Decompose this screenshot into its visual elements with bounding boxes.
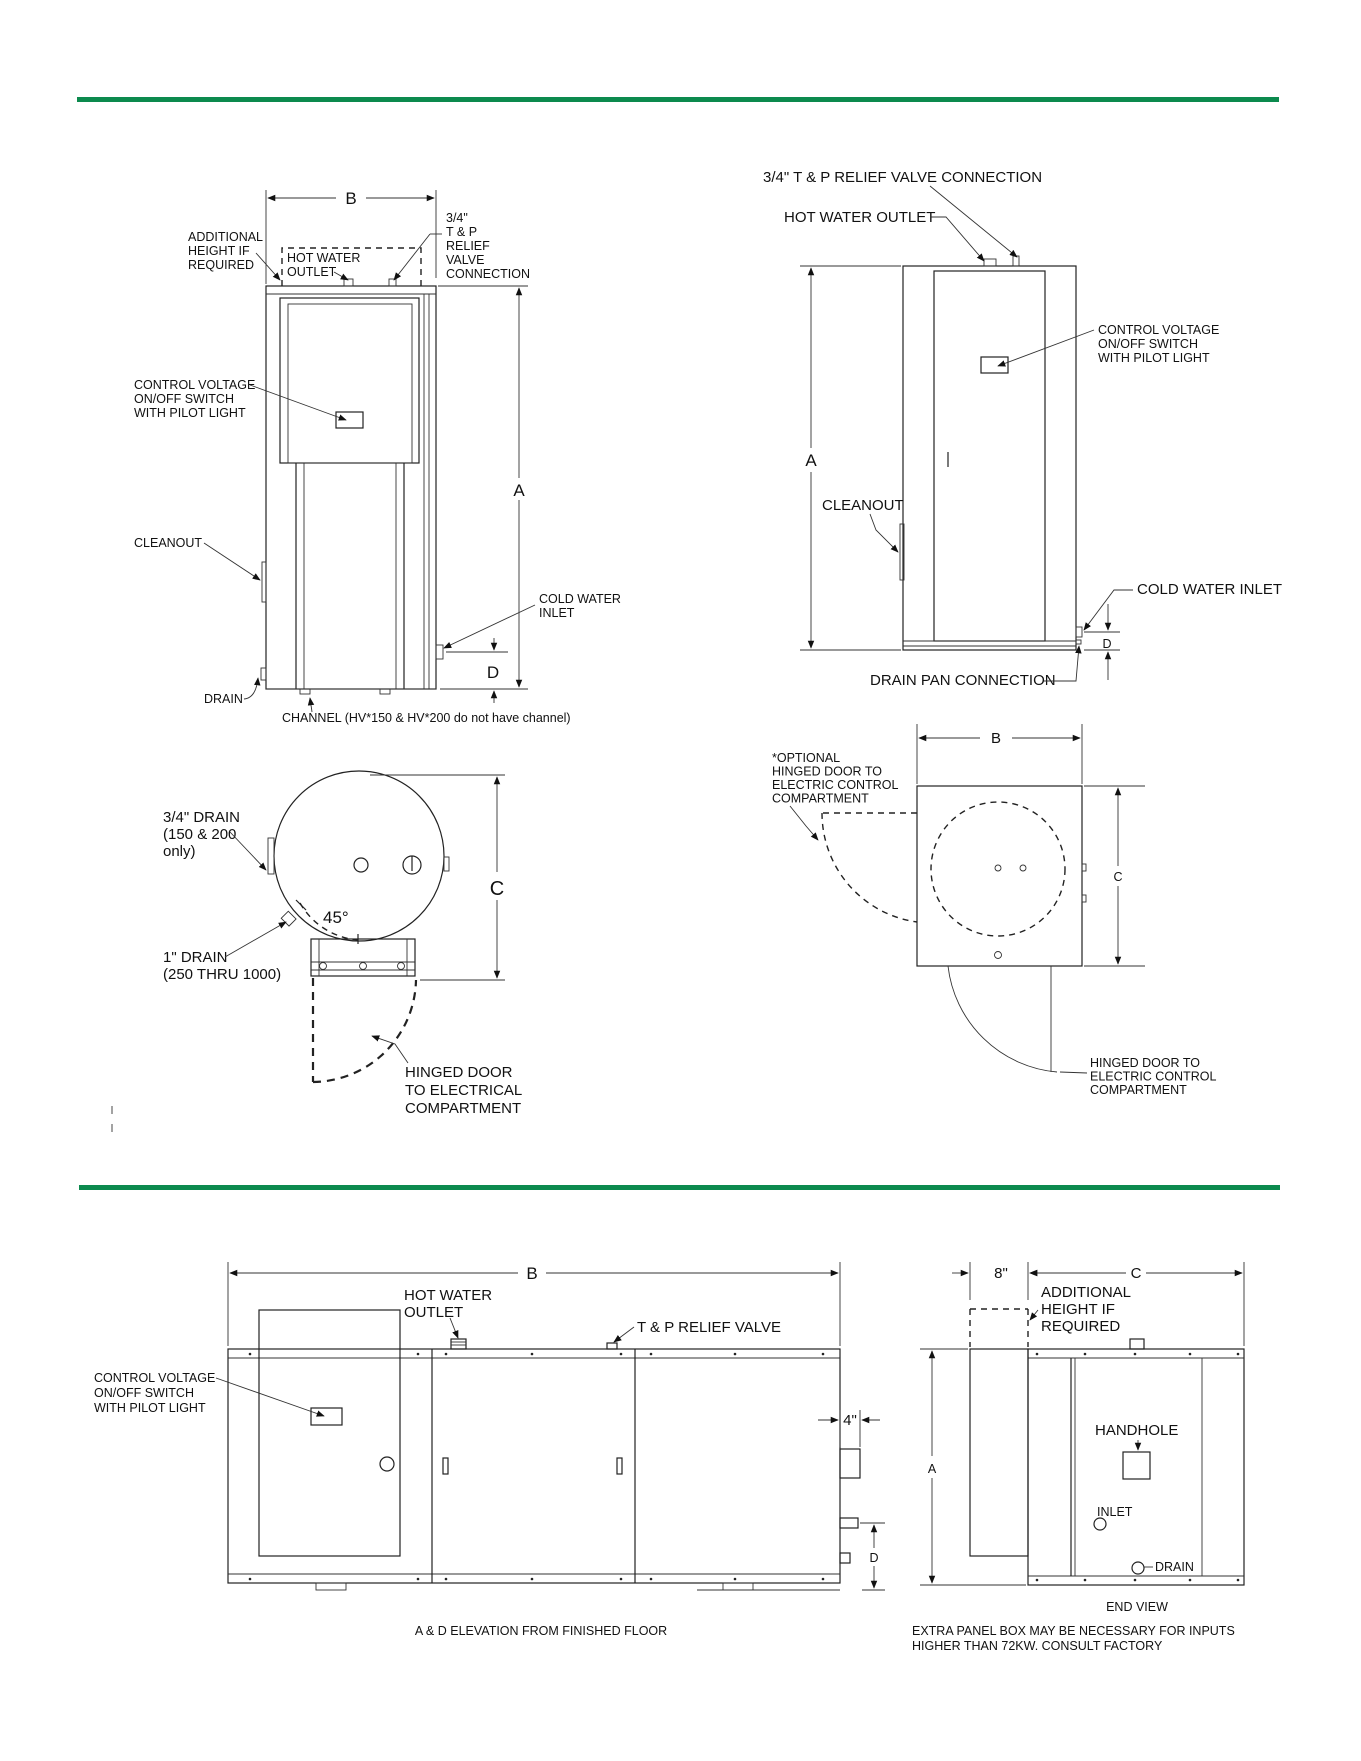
bottom-caption: A & D ELEVATION FROM FINISHED FLOOR [415, 1624, 667, 1638]
end-body [1027, 1348, 1245, 1586]
bottom-control-switch [310, 1407, 343, 1426]
end-inlet-label: INLET [1097, 1505, 1133, 1519]
cold-water-inlet-port [435, 644, 444, 660]
tr-drain-pan-port [1075, 639, 1082, 645]
cleanout-port [261, 561, 267, 603]
handhole-box [1122, 1451, 1151, 1480]
dim-a-label: A [513, 481, 525, 500]
bottom-door-latch-1 [442, 1457, 449, 1475]
bottom-tp-relief [606, 1342, 618, 1350]
channel-label: CHANNEL (HV*150 & HV*200 do not have cha… [282, 711, 571, 725]
view-side-square-vertical: 3/4" T & P RELIEF VALVE CONNECTION HOT W… [763, 169, 1282, 689]
tr-hot-water-outlet [983, 258, 997, 267]
top-green-rule [77, 97, 1279, 102]
tank-circle [273, 770, 445, 942]
end-dim-c-label: C [1131, 1265, 1142, 1282]
end-top-stub [1129, 1338, 1145, 1350]
end-drain-label: DRAIN [1155, 1560, 1194, 1574]
bottom-door-latch-2 [616, 1457, 623, 1475]
tank-outline-dashed [930, 801, 1066, 937]
tr-control-switch-box [980, 356, 1009, 374]
bottom-drain-fitting [839, 1552, 851, 1564]
cleanout-label: CLEANOUT [134, 536, 202, 550]
bottom-inlet-fitting [839, 1517, 859, 1529]
tr-dim-a-label: A [805, 451, 817, 470]
dim-d-label: D [487, 663, 499, 682]
tr-drain-pan-label: DRAIN PAN CONNECTION [870, 672, 1056, 689]
bottom-tp-relief-label: T & P RELIEF VALVE [637, 1319, 781, 1336]
end-drain-circle [1131, 1561, 1145, 1575]
rivets [248, 1352, 825, 1581]
bottom-dim-b-label: B [526, 1264, 537, 1283]
bottom-hot-water-outlet [450, 1338, 467, 1350]
drain-label: DRAIN [204, 692, 243, 706]
end-dim-8-label: 8" [994, 1265, 1008, 1282]
end-note: EXTRA PANEL BOX MAY BE NECESSARY FOR INP… [912, 1624, 1235, 1653]
tp-relief-stub [388, 278, 397, 287]
tr-relief-stub [1012, 255, 1020, 267]
end-rivets [1035, 1352, 1240, 1582]
drain-port [260, 667, 267, 681]
bottom-control-door [258, 1309, 401, 1557]
end-panel-box [969, 1348, 1029, 1557]
drain-1-label: 1" DRAIN(250 THRU 1000) [163, 949, 281, 983]
control-panel-door [279, 297, 420, 464]
dim-b-label: B [345, 189, 356, 208]
outlet-circle [353, 857, 369, 873]
tr-dim-d-label: D [1102, 637, 1111, 651]
bottom-dim-4-label: 4" [843, 1412, 857, 1429]
square-body [916, 785, 1083, 967]
end-inlet-circle [1093, 1517, 1107, 1531]
tr-cold-water-inlet-label: COLD WATER INLET [1137, 581, 1282, 598]
tr-cold-water-inlet [1075, 626, 1083, 638]
end-dim-a-label: A [928, 1462, 937, 1476]
bottom-side-box [839, 1448, 861, 1479]
tr-cleanout-label: CLEANOUT [822, 497, 904, 514]
mr-dim-c-label: C [1113, 870, 1122, 884]
handhole-label: HANDHOLE [1095, 1422, 1178, 1439]
hot-water-outlet-stub [343, 278, 354, 287]
mr-dim-b-label: B [991, 730, 1001, 747]
dim-c-label: C [490, 878, 504, 900]
angle-45-label: 45° [323, 908, 349, 927]
control-switch-box [335, 411, 364, 429]
bottom-door-handle [379, 1456, 395, 1472]
middle-green-rule [79, 1185, 1280, 1190]
tr-cleanout-port [899, 523, 905, 581]
bottom-dim-d-label: D [869, 1551, 878, 1565]
tr-door [933, 270, 1046, 642]
tr-hot-water-outlet-label: HOT WATER OUTLET [784, 209, 935, 226]
tr-tp-relief-label: 3/4" T & P RELIEF VALVE CONNECTION [763, 169, 1042, 186]
end-view-caption: END VIEW [1106, 1600, 1168, 1614]
